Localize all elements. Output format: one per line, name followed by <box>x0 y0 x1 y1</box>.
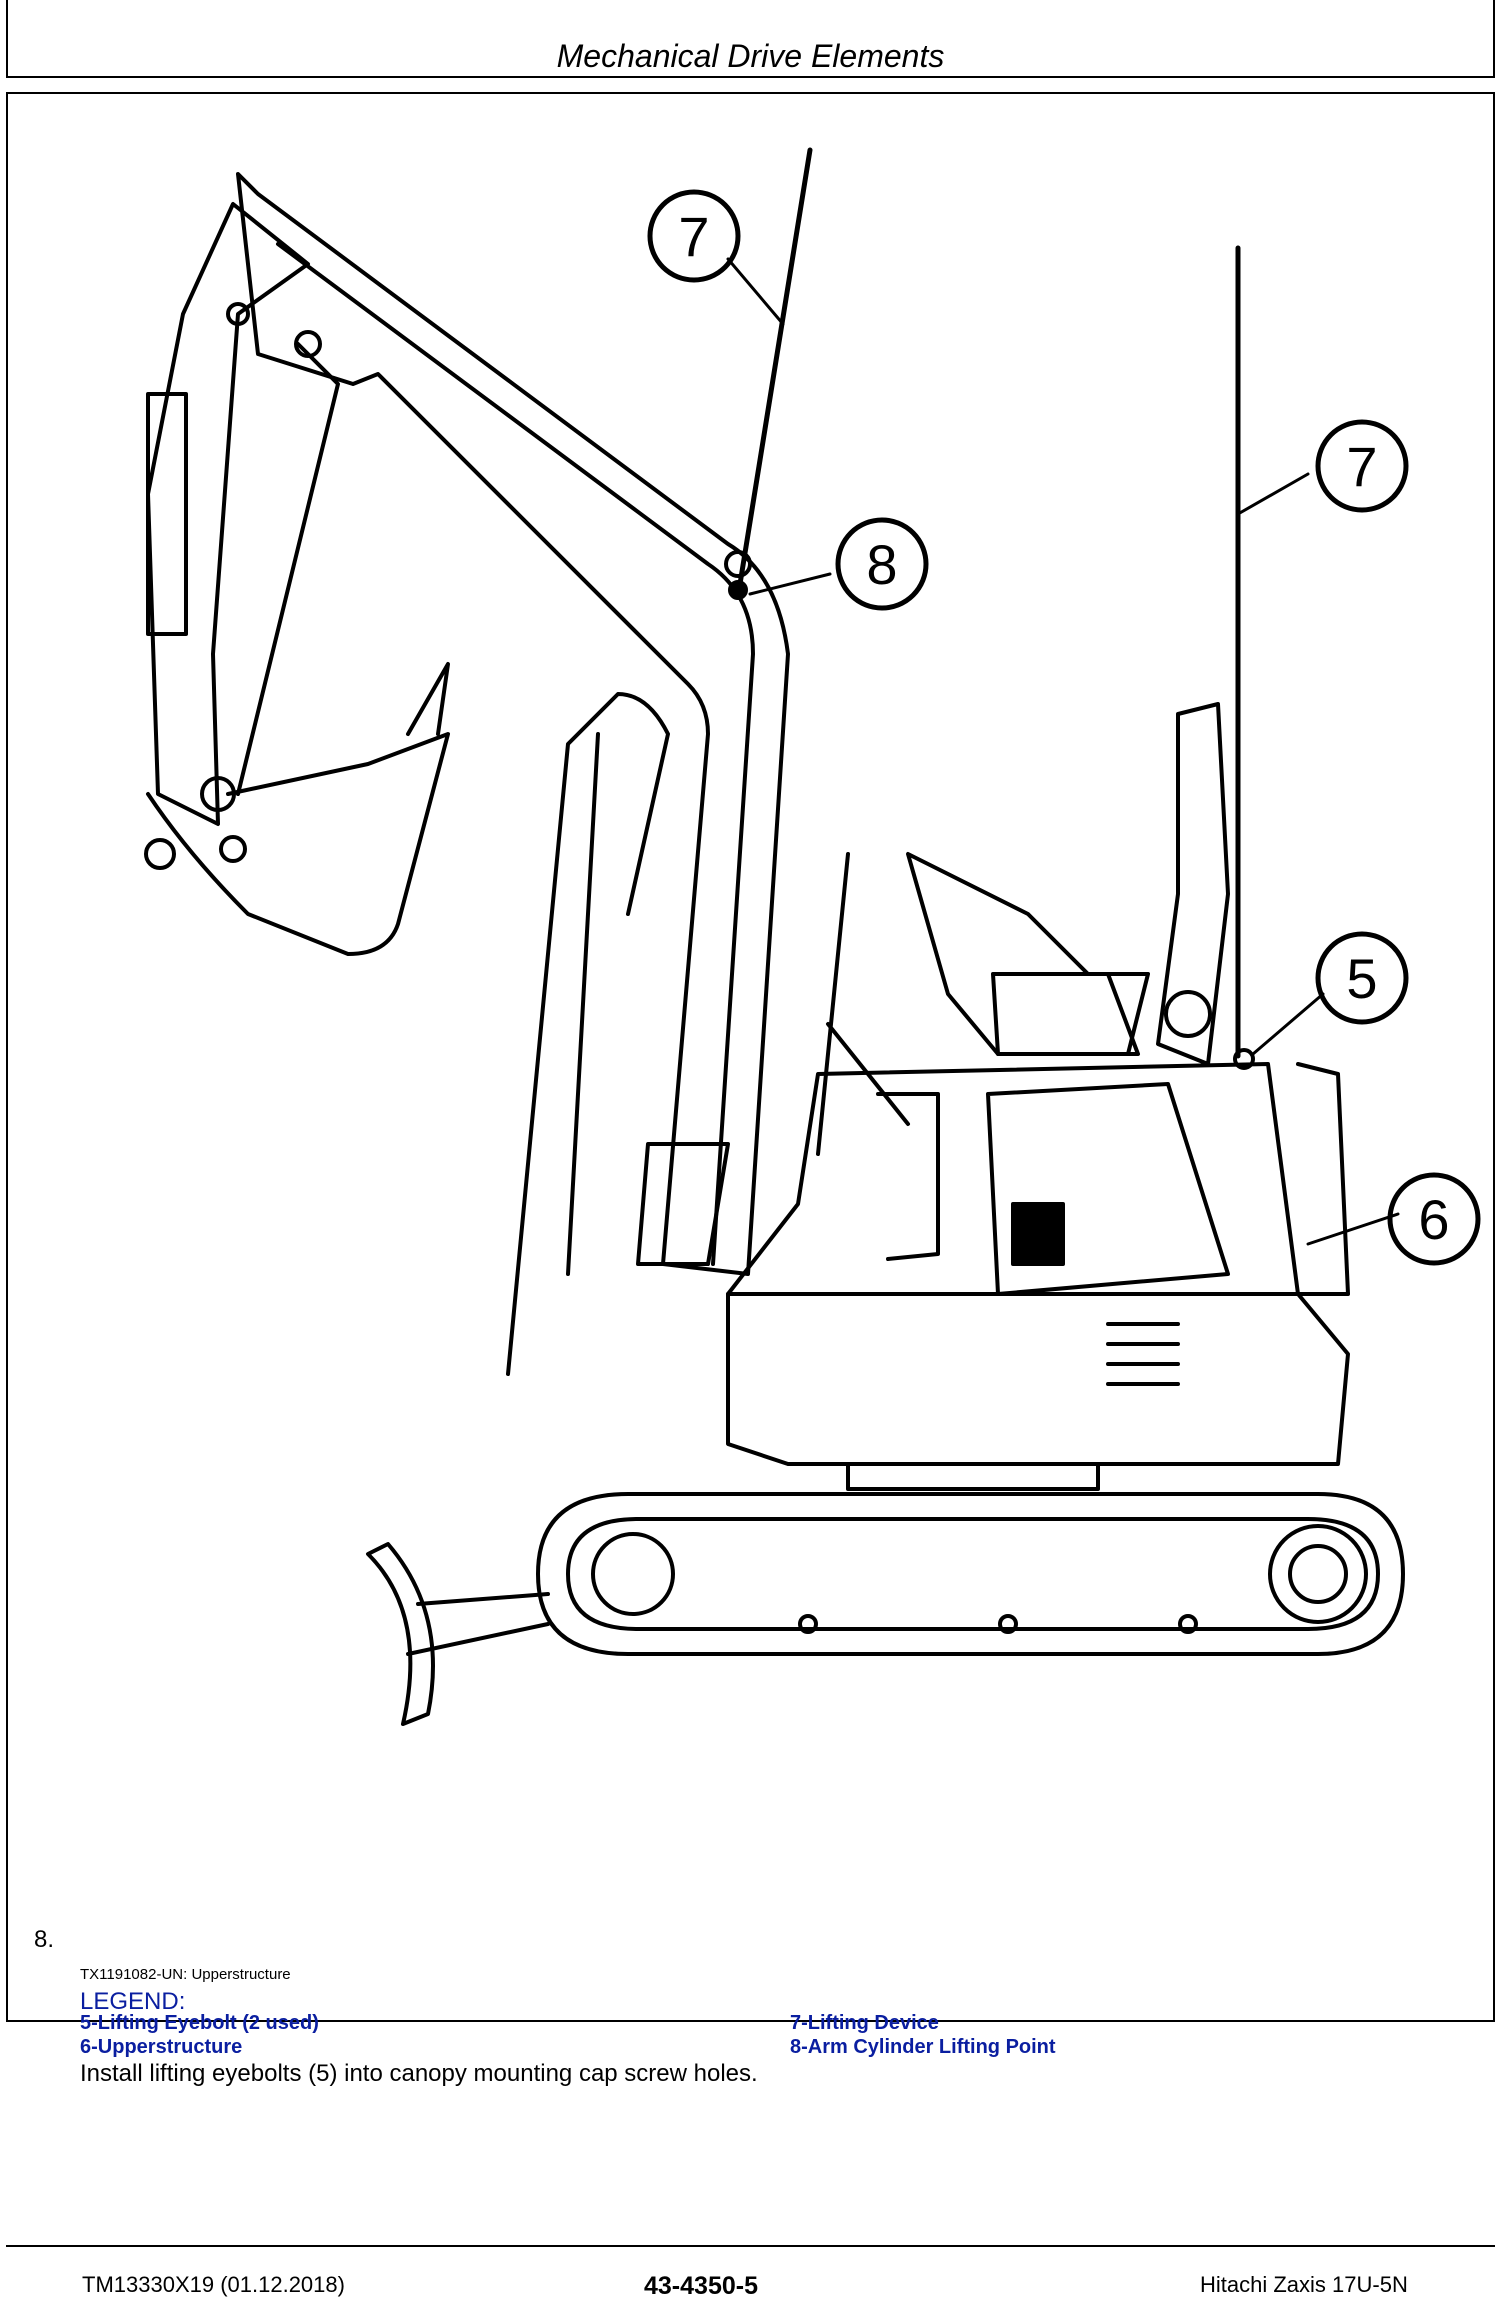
arm-and-bucket <box>144 202 752 956</box>
footer-model: Hitachi Zaxis 17U-5N <box>1200 2272 1408 2297</box>
legend-item-5: 5-Lifting Eyebolt (2 used) <box>80 2012 319 2034</box>
footer-rule <box>6 2245 1495 2247</box>
lifting-points <box>728 580 1255 1070</box>
legend-title: LEGEND: <box>80 1988 186 2015</box>
callout-leaders <box>726 257 1400 1246</box>
legend-item-8: 8-Arm Cylinder Lifting Point <box>790 2036 1056 2058</box>
page-title: Mechanical Drive Elements <box>556 38 945 74</box>
footer-doc-id: TM13330X19 (01.12.2018) <box>82 2272 345 2297</box>
lifting-cables <box>737 147 1241 1059</box>
upperstructure-body <box>726 1062 1350 1491</box>
dozer-blade <box>366 1542 550 1726</box>
excavator-illustration: 7 7 8 5 6 <box>144 147 1481 1726</box>
legend-item-7: 7-Lifting Device <box>790 2012 939 2034</box>
operator-seat <box>816 702 1230 1156</box>
step-number: 8. <box>34 1926 55 1953</box>
callout-6: 6 <box>1418 1188 1449 1251</box>
legend-item-6: 6-Upperstructure <box>80 2036 243 2058</box>
instruction-text: Install lifting eyebolts (5) into canopy… <box>80 2060 758 2087</box>
figure-id: TX1191082-UN: Upperstructure <box>80 1966 291 1983</box>
page-header: Mechanical Drive Elements <box>6 0 1495 78</box>
callout-5: 5 <box>1346 947 1377 1010</box>
callout-7-lower: 7 <box>1346 435 1377 498</box>
callout-balloons <box>647 189 1481 1266</box>
footer-page-number: 43-4350-5 <box>644 2272 758 2300</box>
crawler-track <box>536 1492 1405 1656</box>
callout-7-upper: 7 <box>678 205 709 268</box>
figure-frame: 7 7 8 5 6 8. TX1191082-UN: Upperstructur… <box>6 92 1495 2087</box>
callout-8: 8 <box>866 533 897 596</box>
